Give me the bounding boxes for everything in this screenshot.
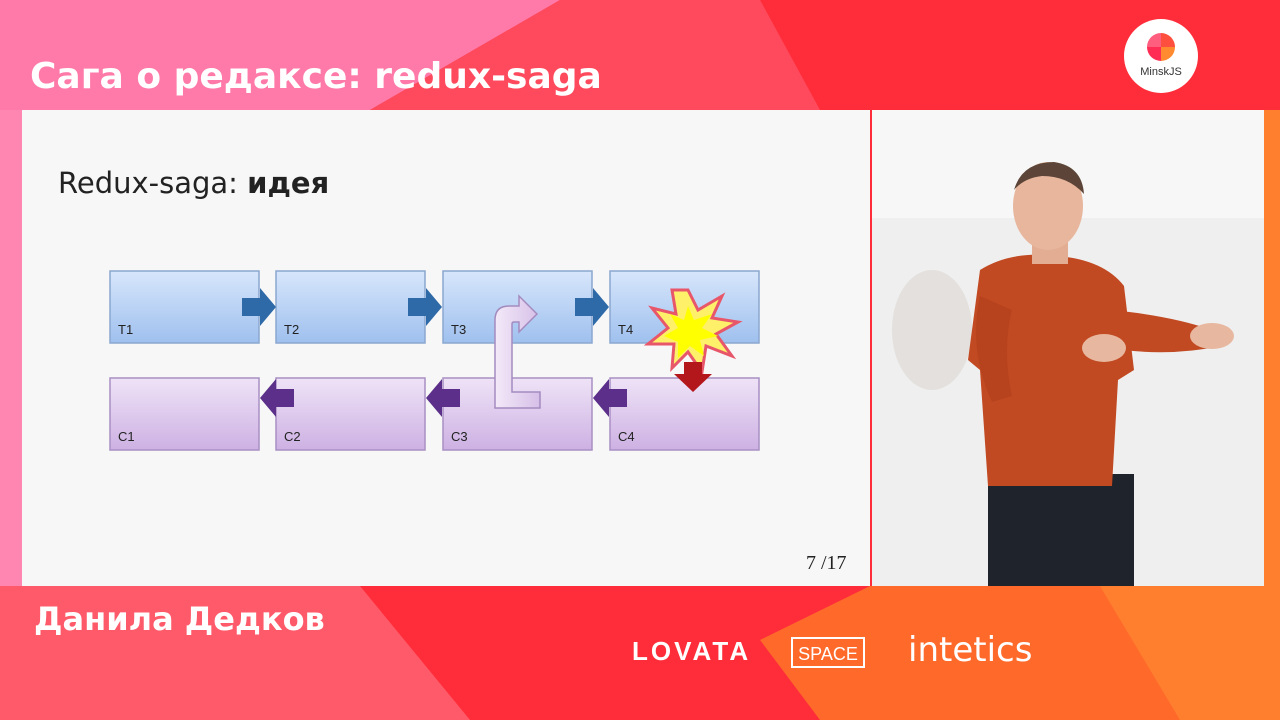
label-t3: T3 [451,322,466,337]
minskjs-logo-icon [1147,33,1175,61]
minskjs-logo: MinskJS [1124,19,1198,93]
label-c2: C2 [284,429,301,444]
compensation-box-c1 [109,377,260,451]
speaker-name: Данила Дедков [34,600,325,638]
arrow-right-icon [575,288,609,326]
arrow-right-icon [242,288,276,326]
slide-heading-bold: идея [247,166,330,200]
compensation-box-c3 [442,377,593,451]
arrow-left-icon [593,379,627,417]
speaker-video [872,110,1264,586]
explosion-core-icon [664,306,718,358]
talk-title: Сага о редаксе: redux-saga [30,56,602,97]
arrow-left-icon [426,379,460,417]
presentation-slide: Redux-saga: идея [22,110,870,586]
uturn-arrow-icon [494,294,541,409]
arrow-down-icon [674,362,712,392]
slide-heading-prefix: Redux-saga: [58,166,248,200]
sponsor-lovata-logo: LOVATA [632,636,752,666]
slide-heading: Redux-saga: идея [58,166,329,200]
label-c1: C1 [118,429,135,444]
compensation-box-c2 [275,377,426,451]
label-t2: T2 [284,322,299,337]
sponsor-intetics-logo: intetics [908,630,1033,670]
compensation-box-c4 [609,377,760,451]
slide-page-number: 7 /17 [806,552,847,574]
label-c4: C4 [618,429,635,444]
saga-diagram: T1 T2 T3 T4 C1 C2 C3 C4 [109,270,760,451]
label-t1: T1 [118,322,133,337]
logo-text: MinskJS [1140,66,1182,78]
label-c3: C3 [451,429,468,444]
label-t4: T4 [618,322,633,337]
sponsor-space-logo: SPACE [791,637,865,668]
transaction-box-t2 [275,270,426,344]
arrow-left-icon [260,379,294,417]
arrow-right-icon [408,288,442,326]
speaker-image [872,110,1264,586]
